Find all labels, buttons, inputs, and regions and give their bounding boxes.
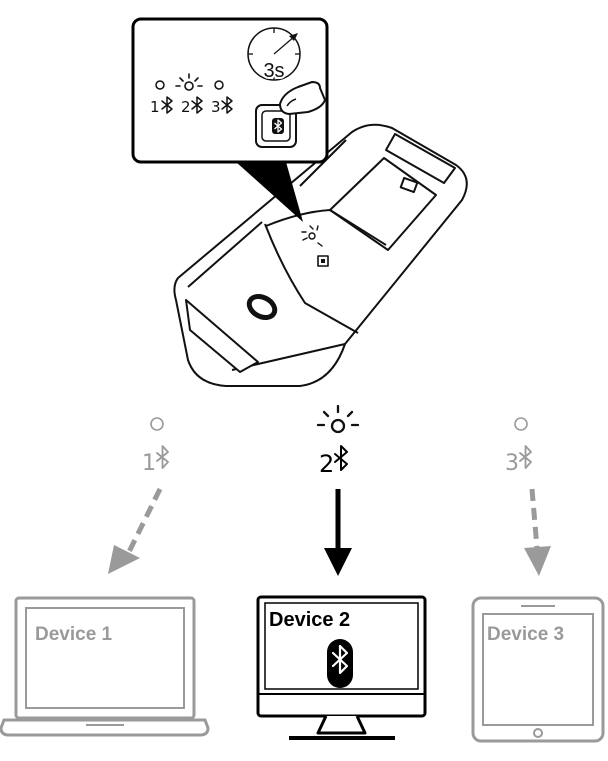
bluetooth-icon (334, 445, 348, 471)
arrow-to-device-1 (108, 487, 163, 574)
finger-press-icon (279, 81, 326, 115)
mouse-illustration (173, 123, 468, 387)
led-blinking-icon (316, 404, 360, 434)
device-2-label: Device 2 (269, 609, 350, 631)
device-2-monitor (256, 595, 427, 740)
device-3-label: Device 3 (487, 624, 564, 645)
bluetooth-icon (221, 96, 233, 114)
arrow-to-device-2 (324, 489, 352, 576)
bluetooth-icon (191, 96, 203, 114)
led-off-icon (214, 80, 224, 90)
led-blinking-icon (175, 73, 203, 91)
pairing-button (255, 104, 297, 148)
channel-3-number: 3 (505, 451, 519, 476)
device-3-tablet (471, 596, 605, 743)
arrow-to-device-3 (524, 488, 551, 576)
callout-channel-3-label: 3 (211, 98, 221, 116)
bluetooth-icon (519, 445, 532, 469)
led-off-icon (514, 417, 528, 431)
channel-1-number: 1 (142, 451, 156, 476)
device-1-laptop (0, 596, 210, 737)
bluetooth-icon (156, 445, 169, 469)
channel-2-number: 2 (319, 450, 334, 478)
bluetooth-icon (161, 96, 173, 114)
timer-icon (247, 27, 301, 81)
device-1-label: Device 1 (35, 624, 113, 645)
callout-channel-1-label: 1 (150, 98, 160, 116)
callout-channel-2-label: 2 (181, 98, 191, 116)
led-off-icon (150, 417, 164, 431)
timer-label: 3s (263, 60, 284, 82)
bluetooth-icon (274, 119, 283, 133)
callout-pointer (236, 162, 303, 222)
led-off-icon (155, 80, 165, 90)
